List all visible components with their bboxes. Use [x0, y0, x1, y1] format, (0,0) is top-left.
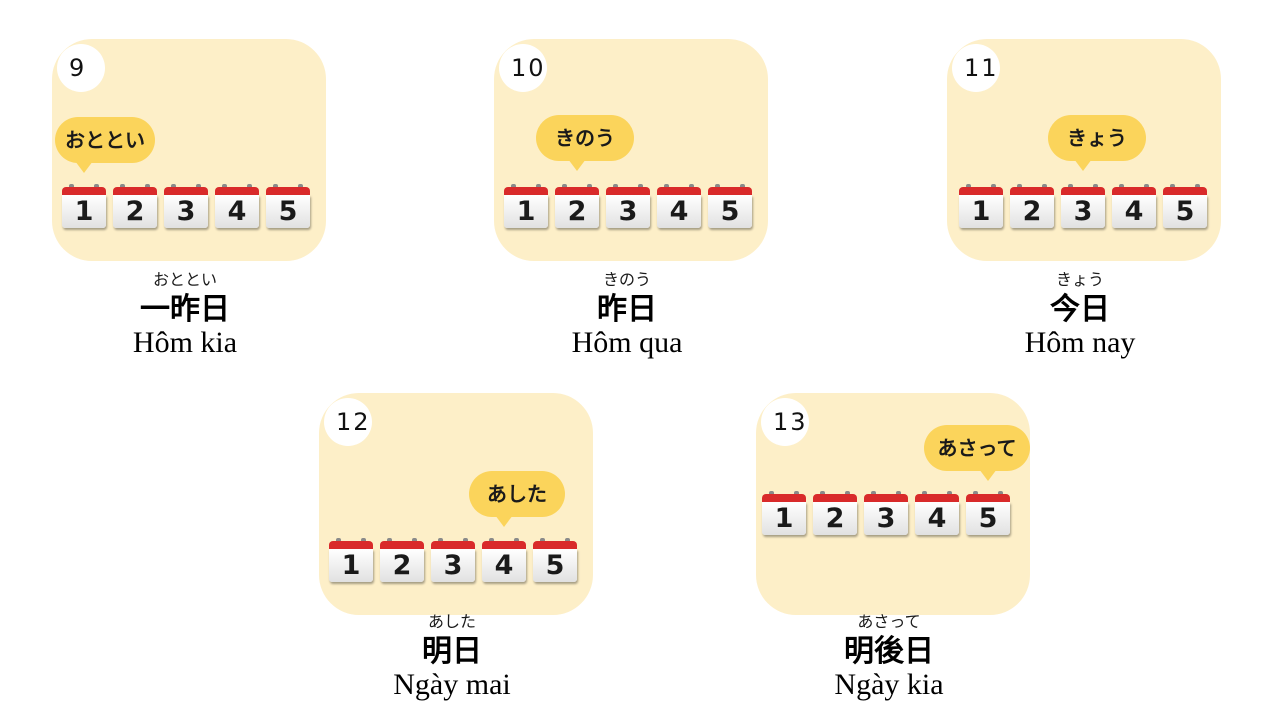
- card-number: 12: [324, 398, 372, 446]
- calendar-day: 3: [606, 195, 650, 228]
- calendar-day: 5: [266, 195, 310, 228]
- calendar-icon: 5: [533, 538, 577, 582]
- speech-bubble-icon: おととい: [55, 117, 155, 173]
- vietnamese-translation: Hôm kia: [132, 326, 238, 359]
- card-number: 10: [499, 44, 547, 92]
- furigana: あさって: [857, 612, 921, 631]
- calendar-icon: 1: [762, 491, 806, 535]
- calendar-icon: 3: [1061, 184, 1105, 228]
- calendar-icon: 1: [959, 184, 1003, 228]
- calendar-day: 5: [966, 502, 1010, 535]
- card-number: 13: [761, 398, 809, 446]
- card-number: 11: [952, 44, 1000, 92]
- kanji-word: 一昨日: [140, 292, 230, 327]
- vietnamese-translation: Hôm qua: [571, 326, 683, 359]
- calendar-icon: 2: [113, 184, 157, 228]
- calendar-day: 4: [482, 549, 526, 582]
- calendar-icon: 4: [915, 491, 959, 535]
- speech-bubble-icon: あした: [469, 471, 565, 527]
- speech-bubble-icon: きのう: [536, 115, 634, 171]
- bubble-text: あさって: [937, 436, 1017, 460]
- calendar-icon: 5: [966, 491, 1010, 535]
- vietnamese-translation: Hôm nay: [1024, 326, 1136, 359]
- calendar-icon: 2: [380, 538, 424, 582]
- speech-bubble-icon: きょう: [1048, 115, 1146, 171]
- calendar-day: 4: [657, 195, 701, 228]
- calendar-day: 1: [959, 195, 1003, 228]
- calendar-icon: 4: [482, 538, 526, 582]
- calendar-icon: 3: [864, 491, 908, 535]
- calendar-day: 4: [915, 502, 959, 535]
- furigana: おととい: [152, 270, 217, 289]
- calendar-day: 5: [708, 195, 752, 228]
- kanji-word: 明日: [422, 634, 482, 669]
- calendar-icon: 4: [1112, 184, 1156, 228]
- calendar-icon: 2: [555, 184, 599, 228]
- calendar-day: 2: [555, 195, 599, 228]
- calendar-day: 4: [215, 195, 259, 228]
- speech-bubble-icon: あさって: [924, 425, 1030, 481]
- card-number: 9: [57, 44, 105, 92]
- calendar-day: 3: [431, 549, 475, 582]
- calendar-day: 1: [762, 502, 806, 535]
- calendar-day: 2: [813, 502, 857, 535]
- calendar-icon: 5: [708, 184, 752, 228]
- kanji-word: 昨日: [597, 292, 657, 327]
- vietnamese-translation: Ngày mai: [393, 668, 511, 701]
- calendar-day: 3: [864, 502, 908, 535]
- calendar-day: 2: [1010, 195, 1054, 228]
- furigana: きょう: [1055, 270, 1104, 289]
- kanji-word: 今日: [1050, 292, 1110, 327]
- kanji-word: 明後日: [844, 634, 934, 669]
- bubble-text: きょう: [1067, 126, 1127, 150]
- calendar-icon: 4: [215, 184, 259, 228]
- calendar-icon: 1: [329, 538, 373, 582]
- calendar-icon: 1: [62, 184, 106, 228]
- calendar-icon: 1: [504, 184, 548, 228]
- bubble-text: おととい: [65, 128, 145, 152]
- furigana: あした: [427, 612, 476, 631]
- calendar-day: 1: [329, 549, 373, 582]
- calendar-icon: 3: [164, 184, 208, 228]
- calendar-icon: 3: [606, 184, 650, 228]
- vietnamese-translation: Ngày kia: [834, 668, 944, 701]
- calendar-day: 1: [504, 195, 548, 228]
- calendar-day: 5: [533, 549, 577, 582]
- calendar-icon: 2: [1010, 184, 1054, 228]
- calendar-icon: 5: [1163, 184, 1207, 228]
- calendar-day: 2: [380, 549, 424, 582]
- bubble-text: あした: [487, 482, 547, 506]
- bubble-text: きのう: [555, 126, 615, 150]
- calendar-day: 4: [1112, 195, 1156, 228]
- calendar-icon: 4: [657, 184, 701, 228]
- calendar-icon: 2: [813, 491, 857, 535]
- calendar-day: 2: [113, 195, 157, 228]
- calendar-day: 3: [164, 195, 208, 228]
- furigana: きのう: [602, 270, 651, 289]
- calendar-day: 1: [62, 195, 106, 228]
- calendar-day: 3: [1061, 195, 1105, 228]
- calendar-icon: 3: [431, 538, 475, 582]
- calendar-day: 5: [1163, 195, 1207, 228]
- calendar-icon: 5: [266, 184, 310, 228]
